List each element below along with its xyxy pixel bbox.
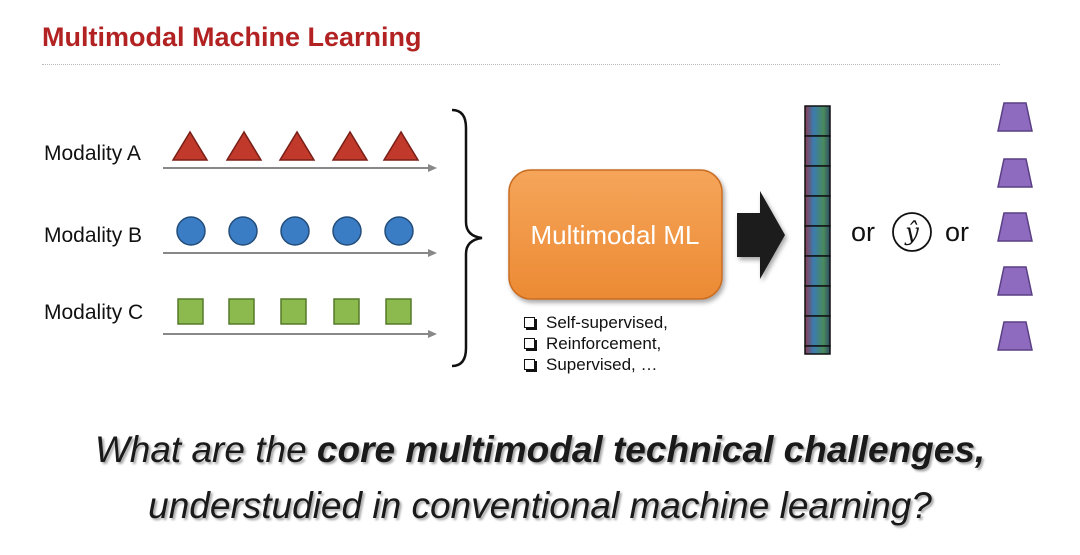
triangle-marker [225, 130, 263, 161]
square-marker [280, 298, 307, 325]
circle-marker [332, 216, 362, 246]
trapezoid-output [997, 212, 1033, 242]
output-vector [804, 105, 831, 355]
modality-a-triangles [171, 130, 420, 161]
title-divider [42, 64, 1000, 65]
circle-marker [228, 216, 258, 246]
modality-a-axis [163, 164, 437, 172]
triangle-marker [382, 130, 420, 161]
yhat-symbol: ŷ [904, 218, 919, 246]
question-part-1: What are the [94, 429, 317, 470]
square-marker [177, 298, 204, 325]
checkbox-icon [524, 359, 535, 370]
curly-brace [451, 108, 483, 368]
modality-b-axis [163, 249, 437, 257]
square-marker [385, 298, 412, 325]
modality-c-axis [163, 330, 437, 338]
triangle-marker [171, 130, 209, 161]
multimodal-ml-box [508, 169, 723, 300]
slide-title: Multimodal Machine Learning [42, 22, 422, 52]
triangle-marker [278, 130, 316, 161]
trapezoid-output [997, 158, 1033, 188]
trapezoid-output [997, 266, 1033, 296]
trapezoid-output [997, 102, 1033, 132]
circle-marker [280, 216, 310, 246]
learning-type-item: Self-supervised, [524, 312, 668, 333]
output-arrow [737, 191, 785, 279]
modality-c-label: Modality C [44, 301, 143, 324]
learning-type-item: Supervised, … [524, 354, 668, 375]
yhat-circle [892, 212, 932, 252]
checkbox-icon [524, 338, 535, 349]
square-marker [228, 298, 255, 325]
modality-b-label: Modality B [44, 224, 142, 247]
checkbox-icon [524, 317, 535, 328]
modality-b-circles [176, 216, 414, 246]
output-trapezoids [997, 102, 1033, 351]
or-label-2: or [945, 217, 969, 247]
trapezoid-output [997, 321, 1033, 351]
learning-type-label: Reinforcement, [546, 334, 662, 353]
multimodal-ml-label: Multimodal ML [530, 220, 699, 250]
key-question: What are the core multimodal technical c… [0, 422, 1080, 534]
circle-marker [384, 216, 414, 246]
question-emphasis: core multimodal technical challenges, [316, 429, 986, 470]
modality-c-squares [177, 298, 412, 325]
square-marker [333, 298, 360, 325]
modality-a-label: Modality A [44, 142, 141, 165]
question-part-2: understudied in conventional machine lea… [148, 485, 932, 526]
learning-type-label: Supervised, … [546, 355, 658, 374]
circle-marker [176, 216, 206, 246]
triangle-marker [331, 130, 369, 161]
learning-type-item: Reinforcement, [524, 333, 668, 354]
learning-type-label: Self-supervised, [546, 313, 668, 332]
or-label-1: or [851, 217, 875, 247]
learning-types-list: Self-supervised, Reinforcement, Supervis… [524, 312, 668, 375]
